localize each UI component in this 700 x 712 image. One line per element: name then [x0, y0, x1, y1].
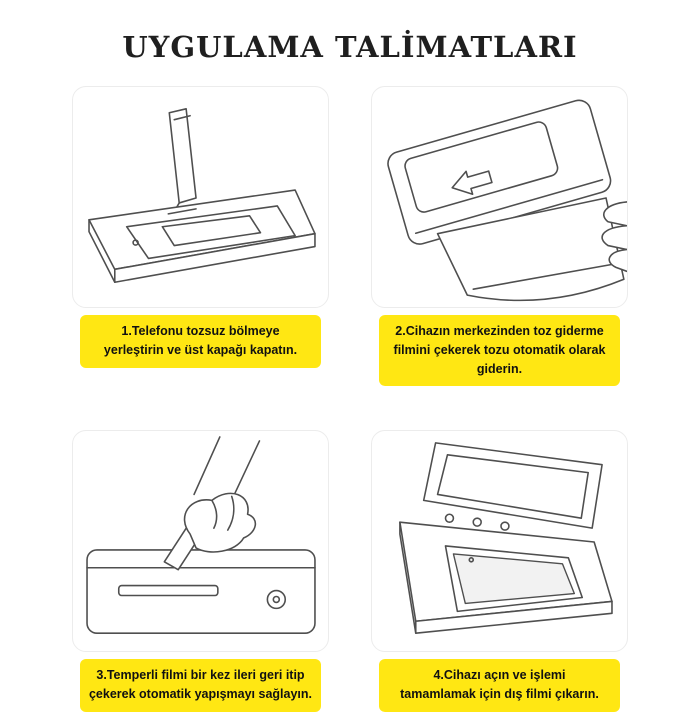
- step-4-illustration-box: [371, 430, 628, 653]
- pull-film-hand-icon: [387, 99, 627, 302]
- step-4-panel: 4.Cihazı açın ve işlemi tamamlamak için …: [371, 430, 628, 712]
- step-4-caption-line-1: 4.Cihazı açın ve işlemi: [433, 668, 566, 683]
- step-2-caption-line-2: filmini çekerek tozu otomatik olarak gid…: [393, 342, 606, 376]
- hand-pull-tab-icon: [86, 436, 316, 635]
- step-2-panel: 2.Cihazın merkezinden toz giderme filmin…: [371, 86, 628, 387]
- steps-grid: 1.Telefonu tozsuz bölmeye yerleştirin ve…: [72, 86, 628, 712]
- step-2-caption: 2.Cihazın merkezinden toz giderme filmin…: [378, 315, 621, 387]
- step-1-caption: 1.Telefonu tozsuz bölmeye yerleştirin ve…: [79, 315, 322, 368]
- hand-icon: [183, 492, 257, 553]
- step-1-caption-line-2: yerleştirin ve üst kapağı kapatın.: [103, 342, 298, 357]
- step-2-caption-line-1: 2.Cihazın merkezinden toz giderme: [395, 324, 604, 338]
- step-1-caption-line-1: 1.Telefonu tozsuz bölmeye: [121, 324, 280, 338]
- step-3-panel: 3.Temperli filmi bir kez ileri geri itip…: [72, 430, 329, 712]
- arrow-left-icon: [451, 170, 493, 196]
- step-2-illustration-box: [371, 86, 628, 308]
- step-3-illustration-box: [72, 430, 329, 653]
- open-device-phone-icon: [399, 442, 613, 635]
- step-1-illustration-box: [72, 86, 329, 308]
- step-4-caption: 4.Cihazı açın ve işlemi tamamlamak için …: [378, 659, 621, 712]
- hand-icon: [603, 201, 627, 227]
- step-3-caption-line-1: 3.Temperli filmi bir kez ileri geri itip: [96, 668, 305, 683]
- step-3-caption: 3.Temperli filmi bir kez ileri geri itip…: [79, 659, 322, 712]
- step-3-caption-line-2: çekerek otomatik yapışmayı sağlayın.: [88, 687, 313, 701]
- device-lid-open-icon: [88, 108, 316, 284]
- step-4-caption-line-2: tamamlamak için dış filmi çıkarın.: [400, 687, 599, 701]
- step-1-panel: 1.Telefonu tozsuz bölmeye yerleştirin ve…: [72, 86, 329, 386]
- page-title: UYGULAMA TALİMATLARI: [122, 30, 578, 64]
